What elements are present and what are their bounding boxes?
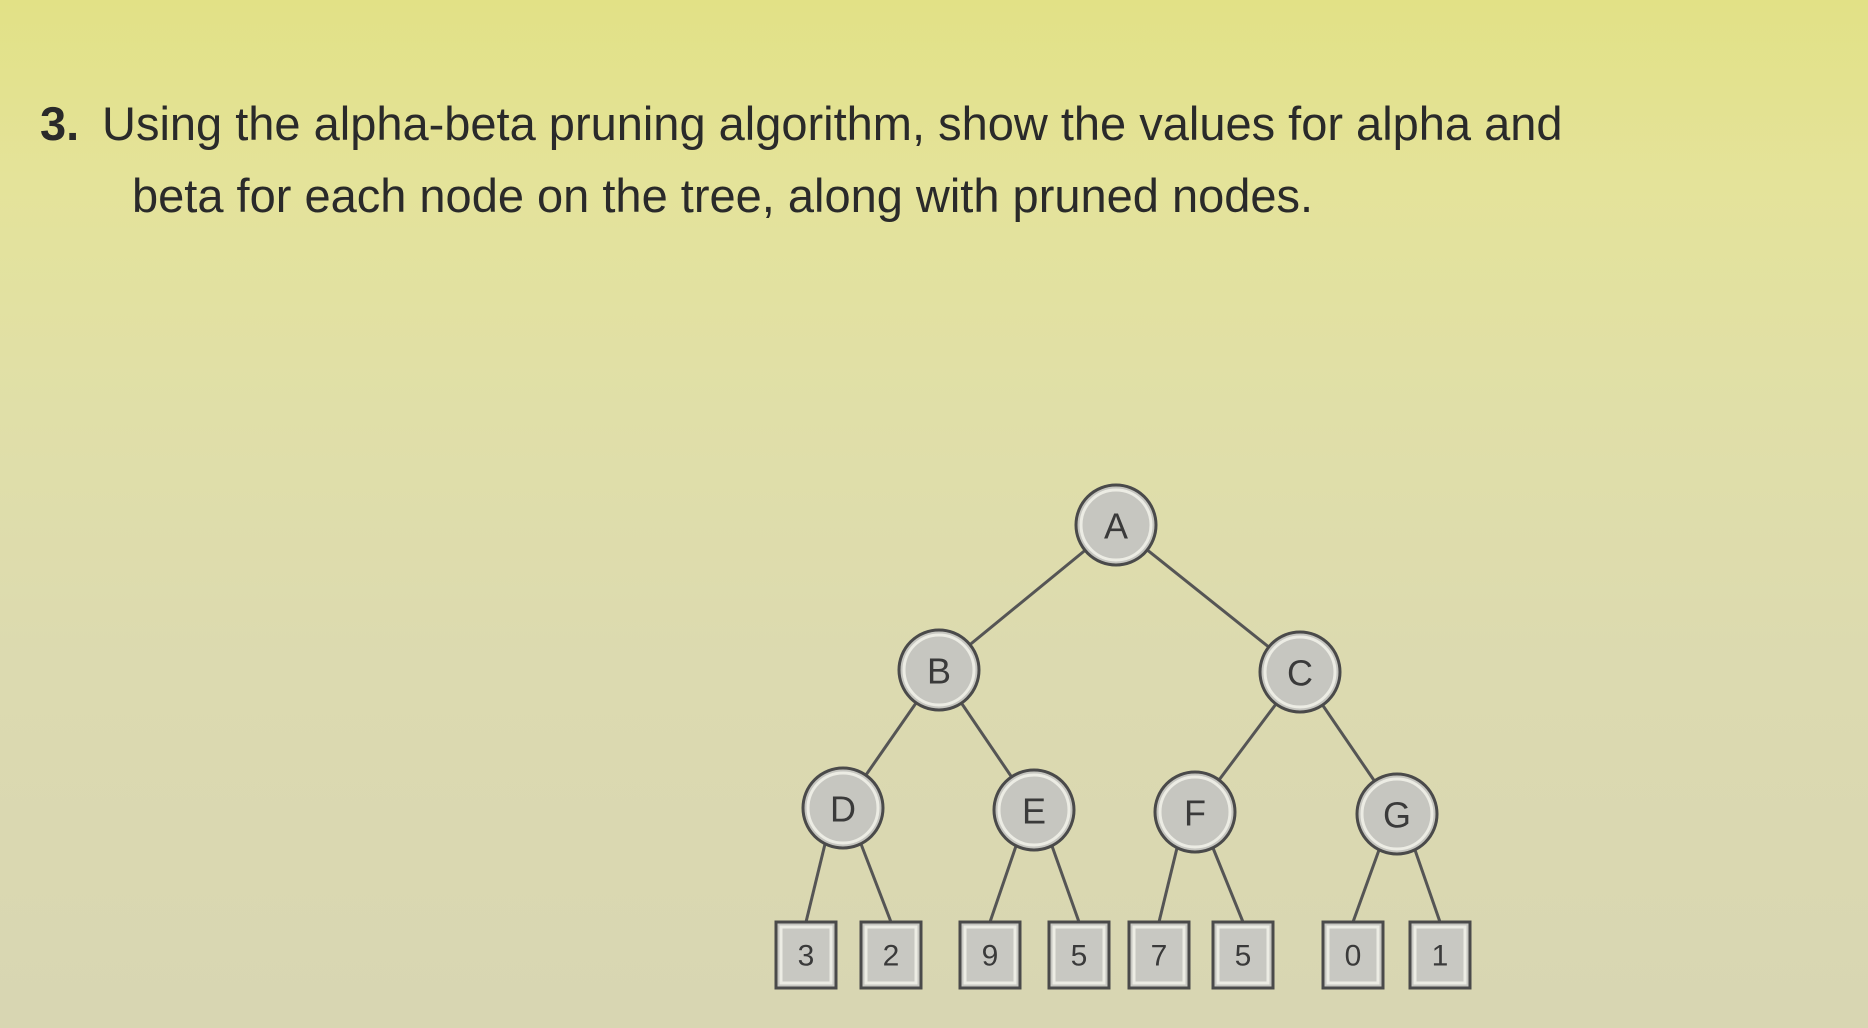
node-circle-inner-ring xyxy=(997,773,1071,847)
node-circle xyxy=(992,768,1076,852)
node-label: B xyxy=(927,651,951,692)
leaf-5: 7 xyxy=(1127,920,1191,990)
node-label: E xyxy=(1022,791,1046,832)
leaf-value: 1 xyxy=(1432,940,1449,973)
leaf-box-inner-frame xyxy=(864,925,918,985)
node-circle xyxy=(1258,630,1342,714)
leaf-8: 1 xyxy=(1408,920,1472,990)
leaf-box xyxy=(958,920,1022,990)
leaf-box-inner-frame xyxy=(1413,925,1467,985)
leaf-value: 2 xyxy=(883,940,900,973)
tree-leaves: 3 2 9 5 7 5 0 1 xyxy=(774,920,1472,990)
question-text: 3. Using the alpha-beta pruning algorithm… xyxy=(40,88,1800,232)
leaf-box xyxy=(774,920,838,990)
leaf-box xyxy=(1211,920,1275,990)
leaf-box xyxy=(1321,920,1385,990)
leaf-box xyxy=(1127,920,1191,990)
node-b: B xyxy=(897,628,981,712)
node-label: C xyxy=(1287,653,1313,694)
node-circle-inner-ring xyxy=(1158,775,1232,849)
leaf-2: 2 xyxy=(859,920,923,990)
leaf-6: 5 xyxy=(1211,920,1275,990)
leaf-7: 0 xyxy=(1321,920,1385,990)
node-label: F xyxy=(1184,793,1206,834)
edge-d-leaf-2 xyxy=(859,843,893,923)
leaf-box xyxy=(1408,920,1472,990)
node-e: E xyxy=(992,768,1076,852)
leaf-value: 3 xyxy=(798,940,815,973)
edge-d-leaf-1 xyxy=(804,843,827,923)
node-label: A xyxy=(1104,506,1128,547)
node-circle xyxy=(1074,483,1158,567)
leaf-box-inner-frame xyxy=(1132,925,1186,985)
edge-g-leaf-7 xyxy=(1351,849,1381,923)
question-line-2: beta for each node on the tree, along wi… xyxy=(132,169,1314,222)
edge-f-leaf-5 xyxy=(1157,847,1179,923)
node-circle xyxy=(1355,772,1439,856)
edge-f-leaf-6 xyxy=(1211,847,1245,923)
tree-nodes: A B C D E F G xyxy=(801,483,1439,856)
leaf-box xyxy=(859,920,923,990)
node-circle xyxy=(1153,770,1237,854)
node-circle-inner-ring xyxy=(1263,635,1337,709)
node-circle-inner-ring xyxy=(1079,488,1153,562)
node-f: F xyxy=(1153,770,1237,854)
edge-e-leaf-3 xyxy=(988,845,1018,923)
node-label: D xyxy=(830,789,856,830)
leaf-value: 9 xyxy=(982,940,999,973)
leaf-value: 5 xyxy=(1071,940,1088,973)
question-number: 3. xyxy=(40,97,80,150)
leaf-box-inner-frame xyxy=(779,925,833,985)
node-a: A xyxy=(1074,483,1158,567)
leaf-value: 5 xyxy=(1235,940,1252,973)
node-circle-inner-ring xyxy=(1360,777,1434,851)
edge-g-leaf-8 xyxy=(1413,849,1442,923)
leaf-3: 9 xyxy=(958,920,1022,990)
node-circle-inner-ring xyxy=(902,633,976,707)
leaf-box-inner-frame xyxy=(1052,925,1106,985)
leaf-4: 5 xyxy=(1047,920,1111,990)
question-line-1: 3. Using the alpha-beta pruning algorithm… xyxy=(40,88,1800,160)
node-c: C xyxy=(1258,630,1342,714)
question-line-1-text: Using the alpha-beta pruning algorithm, … xyxy=(102,97,1563,150)
edge-e-leaf-4 xyxy=(1050,845,1081,923)
tree-edges xyxy=(804,523,1442,923)
node-circle xyxy=(801,766,885,850)
leaf-box-inner-frame xyxy=(1326,925,1380,985)
leaf-box xyxy=(1047,920,1111,990)
node-g: G xyxy=(1355,772,1439,856)
leaf-value: 7 xyxy=(1151,940,1168,973)
node-circle xyxy=(897,628,981,712)
leaf-box-inner-frame xyxy=(1216,925,1270,985)
node-circle-inner-ring xyxy=(806,771,880,845)
leaf-value: 0 xyxy=(1345,940,1362,973)
leaf-1: 3 xyxy=(774,920,838,990)
leaf-box-inner-frame xyxy=(963,925,1017,985)
node-label: G xyxy=(1383,795,1411,836)
node-d: D xyxy=(801,766,885,850)
